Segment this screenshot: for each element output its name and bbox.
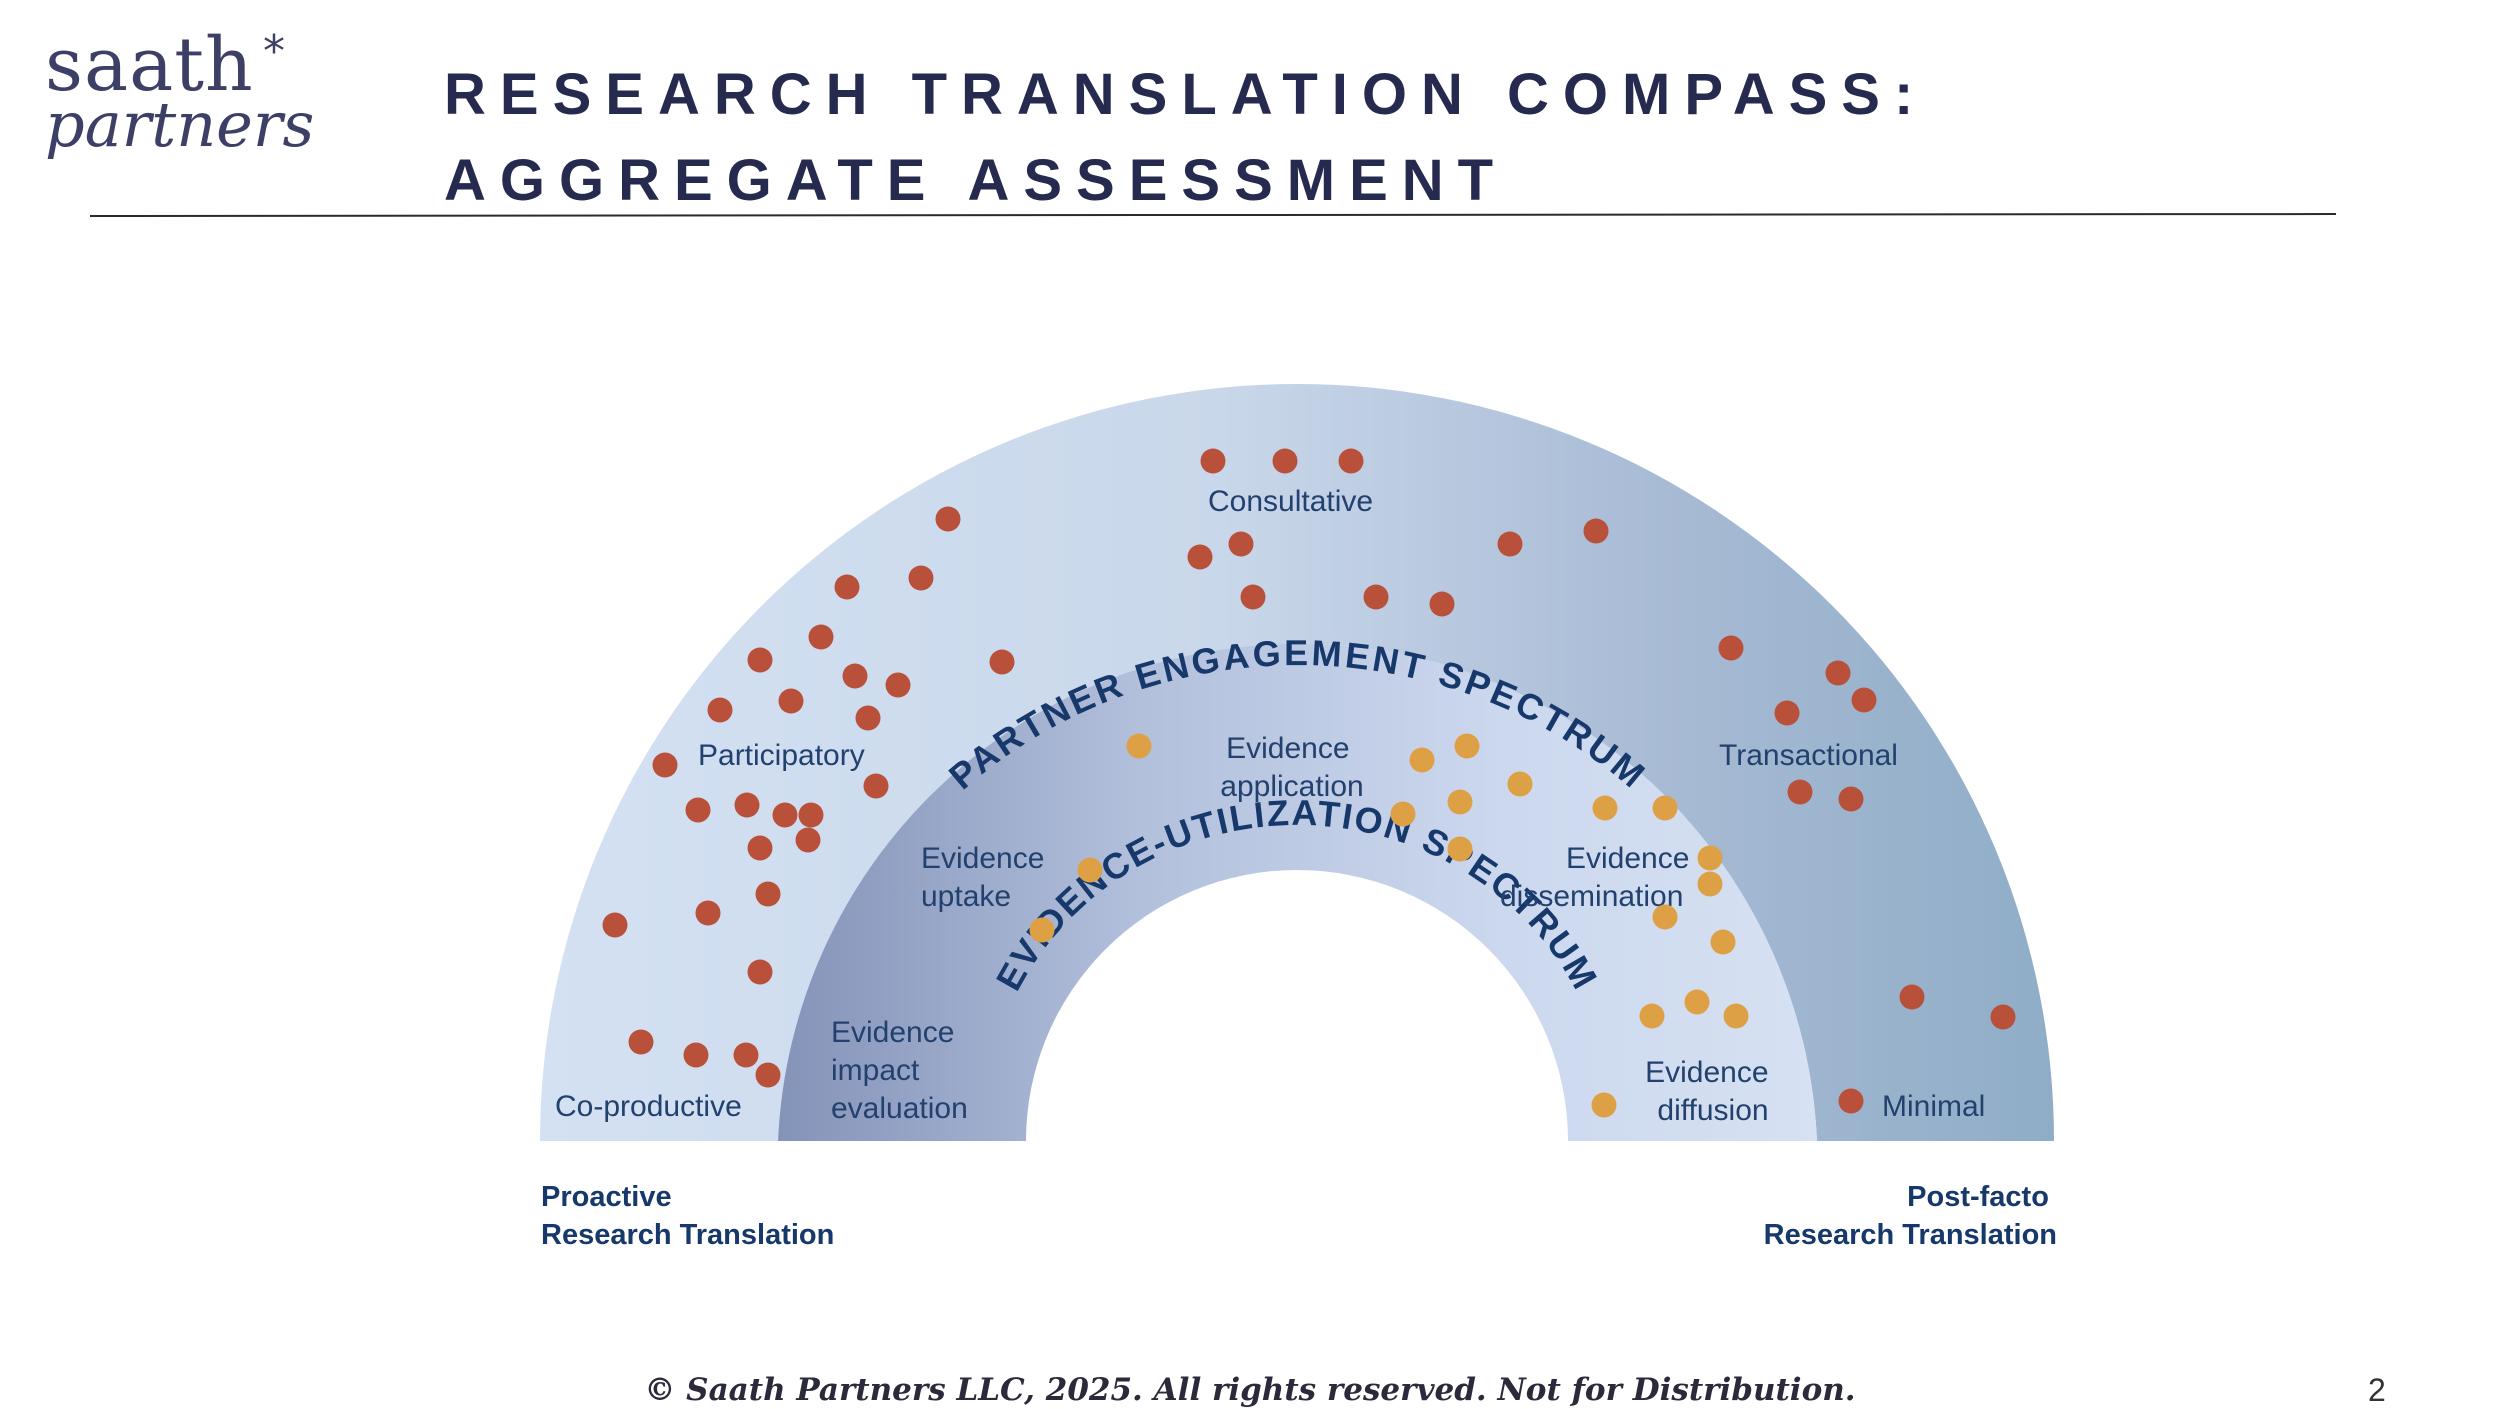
utilization-dot-14 bbox=[1652, 904, 1678, 930]
engagement-dot-39 bbox=[747, 959, 773, 985]
engagement-dot-16 bbox=[747, 835, 773, 861]
engagement-dot-25 bbox=[1240, 584, 1266, 610]
logo-word-partners: partners bbox=[45, 88, 315, 161]
engagement-dot-20 bbox=[1200, 448, 1226, 474]
engagement-dot-24 bbox=[1228, 531, 1254, 557]
utilization-dot-1 bbox=[1126, 733, 1152, 759]
engagement-dot-28 bbox=[1497, 531, 1523, 557]
engagement-dot-38 bbox=[755, 881, 781, 907]
engagement-dot-1 bbox=[935, 506, 961, 532]
slide-title-line1: RESEARCH TRANSLATION COMPASS: bbox=[444, 62, 1928, 127]
engagement-dot-46 bbox=[1838, 1088, 1864, 1114]
utilization-dot-16 bbox=[1639, 1003, 1665, 1029]
engagement-dot-32 bbox=[1825, 660, 1851, 686]
engagement-dot-17 bbox=[795, 827, 821, 853]
label-co-productive: Co-productive bbox=[555, 1090, 742, 1123]
engagement-dot-42 bbox=[733, 1042, 759, 1068]
page-number: 2 bbox=[2368, 1372, 2386, 1408]
saath-partners-logo: saath ⁎ partners bbox=[45, 12, 314, 172]
label-evidence-application: Evidence application bbox=[1220, 732, 1363, 803]
engagement-dot-9 bbox=[855, 705, 881, 731]
engagement-dot-10 bbox=[842, 663, 868, 689]
engagement-dot-5 bbox=[747, 647, 773, 673]
utilization-dot-2 bbox=[1409, 747, 1435, 773]
utilization-dot-11 bbox=[1697, 871, 1723, 897]
utilization-dot-17 bbox=[1684, 989, 1710, 1015]
engagement-dot-35 bbox=[1838, 786, 1864, 812]
engagement-dot-4 bbox=[808, 624, 834, 650]
engagement-dot-41 bbox=[683, 1042, 709, 1068]
engagement-dot-14 bbox=[772, 802, 798, 828]
utilization-dot-13 bbox=[1029, 917, 1055, 943]
partner-engagement-dots bbox=[602, 448, 2016, 1114]
engagement-dot-13 bbox=[734, 792, 760, 818]
label-evidence-diffusion: Evidence diffusion bbox=[1645, 1056, 1777, 1127]
engagement-dot-30 bbox=[1718, 635, 1744, 661]
engagement-dot-22 bbox=[1338, 448, 1364, 474]
utilization-dot-8 bbox=[1592, 795, 1618, 821]
utilization-dot-18 bbox=[1723, 1003, 1749, 1029]
engagement-dot-12 bbox=[685, 797, 711, 823]
label-consultative: Consultative bbox=[1208, 485, 1373, 518]
utilization-dot-19 bbox=[1591, 1092, 1617, 1118]
engagement-dot-3 bbox=[834, 574, 860, 600]
engagement-dot-18 bbox=[863, 773, 889, 799]
utilization-dot-15 bbox=[1710, 929, 1736, 955]
label-minimal: Minimal bbox=[1882, 1090, 1985, 1123]
utilization-dot-3 bbox=[1454, 733, 1480, 759]
engagement-dot-27 bbox=[1429, 591, 1455, 617]
asterisk-icon: ⁎ bbox=[263, 12, 285, 63]
utilization-dot-9 bbox=[1652, 795, 1678, 821]
engagement-dot-6 bbox=[778, 688, 804, 714]
copyright-notice: © Saath Partners LLC, 2025. All rights r… bbox=[644, 1372, 1856, 1408]
engagement-dot-36 bbox=[602, 912, 628, 938]
engagement-dot-11 bbox=[652, 752, 678, 778]
engagement-dot-26 bbox=[1363, 584, 1389, 610]
engagement-dot-40 bbox=[628, 1029, 654, 1055]
engagement-dot-33 bbox=[1851, 687, 1877, 713]
label-evidence-uptake: Evidence uptake bbox=[921, 842, 1053, 913]
evidence-utilization-band bbox=[778, 643, 1817, 1141]
axis-left-proactive: Proactive Research Translation bbox=[541, 1181, 834, 1251]
label-evidence-dissemination: Evidence dissemination bbox=[1500, 842, 1698, 913]
engagement-dot-15 bbox=[798, 802, 824, 828]
engagement-dot-8 bbox=[885, 672, 911, 698]
axis-right-post-facto: Post-facto Research Translation bbox=[1764, 1181, 2057, 1251]
engagement-dot-44 bbox=[1899, 984, 1925, 1010]
engagement-dot-45 bbox=[1990, 1004, 2016, 1030]
label-transactional: Transactional bbox=[1719, 739, 1898, 772]
logo-word-saath: saath bbox=[45, 22, 254, 108]
utilization-dot-10 bbox=[1697, 845, 1723, 871]
engagement-dot-43 bbox=[755, 1062, 781, 1088]
label-participatory: Participatory bbox=[698, 739, 865, 772]
utilization-dot-6 bbox=[1390, 801, 1416, 827]
slide-title: RESEARCH TRANSLATION COMPASS: AGGREGATE … bbox=[444, 52, 2344, 224]
engagement-dot-7 bbox=[707, 697, 733, 723]
engagement-dot-37 bbox=[695, 900, 721, 926]
engagement-dot-21 bbox=[1272, 448, 1298, 474]
utilization-dot-7 bbox=[1447, 836, 1473, 862]
utilization-dot-12 bbox=[1077, 857, 1103, 883]
engagement-dot-31 bbox=[1774, 700, 1800, 726]
utilization-dot-5 bbox=[1447, 789, 1473, 815]
engagement-dot-2 bbox=[908, 565, 934, 591]
engagement-dot-34 bbox=[1787, 779, 1813, 805]
engagement-dot-19 bbox=[989, 649, 1015, 675]
engagement-dot-23 bbox=[1187, 544, 1213, 570]
label-evidence-impact-evaluation: Evidence impact evaluation bbox=[831, 1016, 968, 1125]
utilization-dot-4 bbox=[1507, 771, 1533, 797]
slide-title-line2: AGGREGATE ASSESSMENT bbox=[444, 148, 1508, 213]
engagement-dot-29 bbox=[1583, 518, 1609, 544]
evidence-utilization-dots bbox=[1029, 733, 1749, 1118]
